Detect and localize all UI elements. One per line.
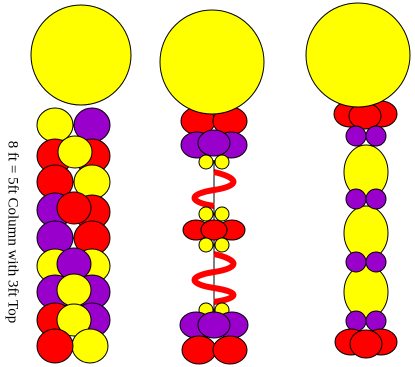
column-3-top-cluster	[333, 100, 398, 147]
column-2-lower-spiral	[191, 251, 237, 305]
column-3-top-balloon	[305, 2, 411, 108]
column-2	[159, 9, 265, 365]
column-3	[305, 2, 411, 359]
column-2-bottom-cluster	[179, 302, 249, 365]
column-1-top-balloon	[30, 4, 132, 106]
column-3-oval-2	[343, 205, 389, 261]
column-3-separator-1	[345, 188, 387, 210]
column-1-body	[36, 107, 111, 364]
caption: 8 ft = 5ft Column with 3ft Top	[4, 140, 21, 324]
column-2-top-balloon	[159, 9, 265, 115]
column-3-bottom-cluster	[334, 310, 398, 359]
column-1	[30, 4, 132, 364]
column-3-separator-2	[345, 251, 387, 273]
column-2-upper-spiral	[191, 169, 237, 209]
column-2-middle-cluster	[182, 206, 246, 253]
column-2-top-cluster	[180, 106, 248, 170]
column-3-oval-3	[343, 264, 389, 320]
